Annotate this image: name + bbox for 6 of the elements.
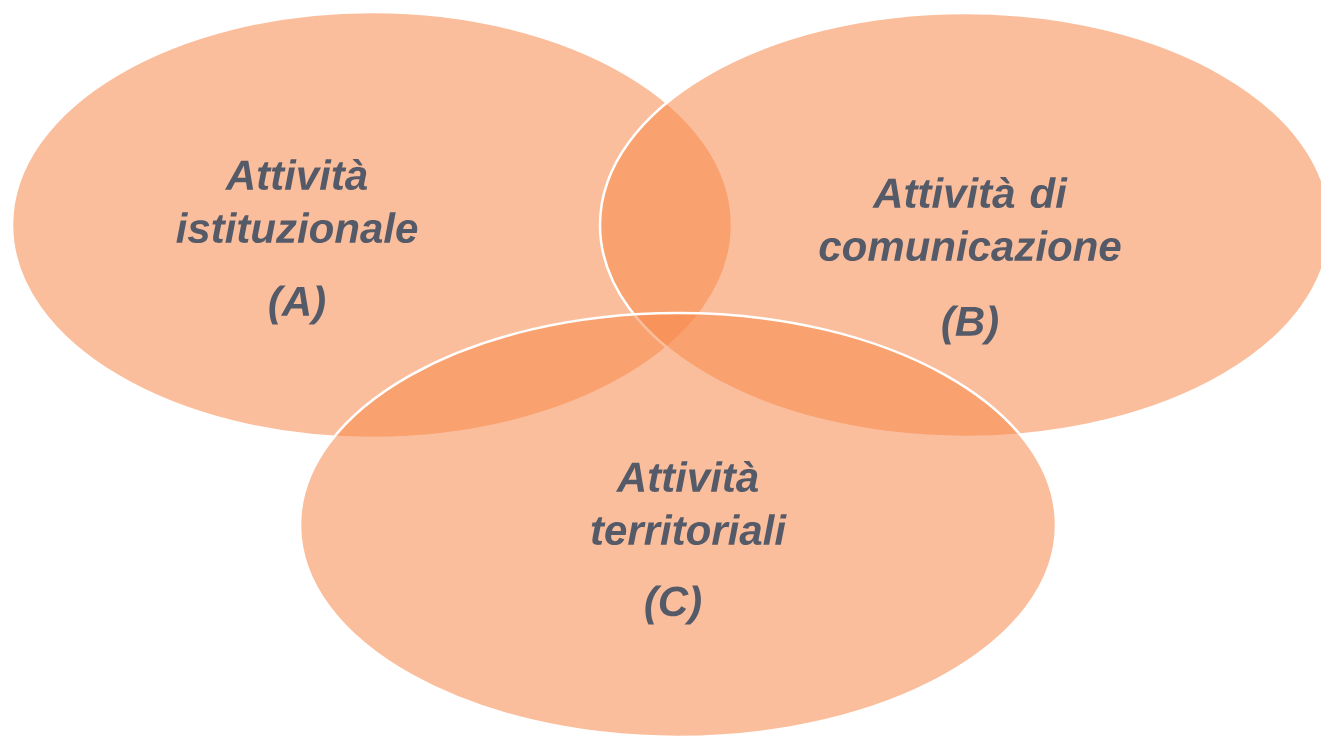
set-label: (C) [645, 585, 701, 625]
set-label: Attività territoriali [591, 460, 787, 546]
set-label: (B) [942, 305, 998, 345]
set-label: (A) [269, 285, 325, 325]
set-label: Attività di comunicazione [819, 176, 1121, 262]
set-label: Attività istituzionale [176, 158, 418, 244]
